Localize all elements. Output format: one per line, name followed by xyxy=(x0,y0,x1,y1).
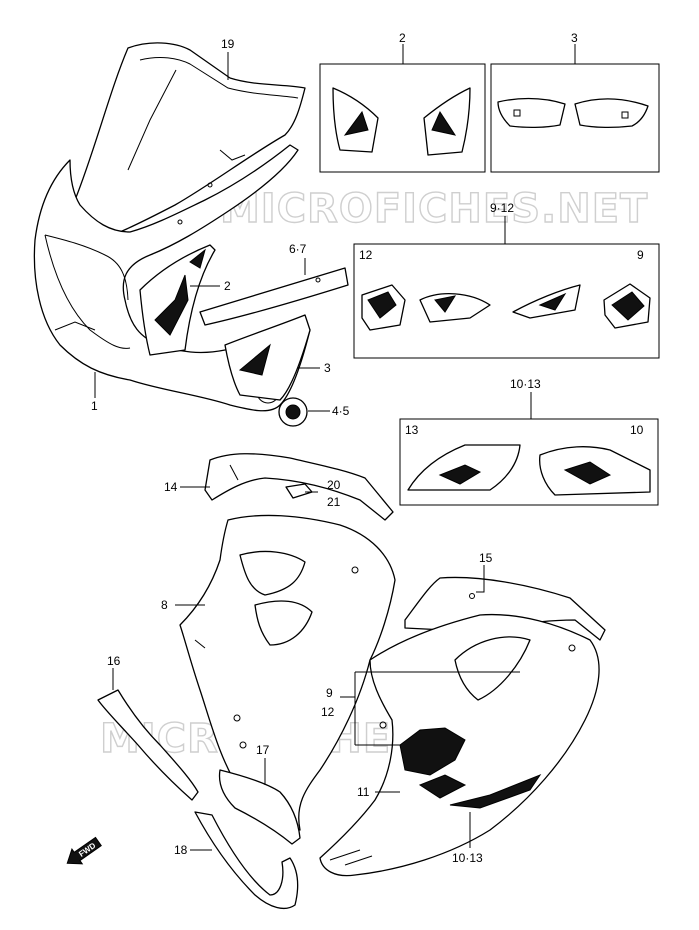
callout-3-box: 3 xyxy=(571,31,578,45)
bracket-part-17 xyxy=(218,769,301,845)
side-panel-part-3-installed xyxy=(224,314,311,401)
decal-part-2-installed xyxy=(139,244,216,356)
grommet-part-4-5 xyxy=(278,397,308,427)
callout-13-box-left: 13 xyxy=(405,423,419,437)
callout-8: 8 xyxy=(161,598,168,612)
watermark-top: MICROFICHES.NET xyxy=(220,186,648,232)
callout-17: 17 xyxy=(256,743,270,757)
callout-12-box-left: 12 xyxy=(359,248,373,262)
box-part-3 xyxy=(490,63,660,173)
callout-3-part: 3 xyxy=(324,361,331,375)
inner-panel-part-16 xyxy=(97,689,199,801)
callout-12-lower: 12 xyxy=(321,705,335,719)
lower-cowling-part-8 xyxy=(179,514,396,831)
callout-19: 19 xyxy=(221,37,235,51)
callout-21: 21 xyxy=(327,495,341,509)
callout-20: 20 xyxy=(327,478,341,492)
lower-panel-part-18 xyxy=(194,811,299,909)
windscreen-part-19 xyxy=(74,42,306,235)
callout-16: 16 xyxy=(107,654,121,668)
callout-15: 15 xyxy=(479,551,493,565)
callout-6-7: 6·7 xyxy=(289,242,307,256)
callout-11: 11 xyxy=(357,785,370,799)
callout-10-box-right: 10 xyxy=(630,423,644,437)
box-part-10-13 xyxy=(399,418,659,506)
callout-14: 14 xyxy=(164,480,178,494)
callout-10-13-box: 10·13 xyxy=(510,377,541,391)
callout-9-lower: 9 xyxy=(326,686,333,700)
callout-labels: 19 2 3 9·12 12 9 6·7 2 3 4·5 1 10·13 13 … xyxy=(91,31,644,865)
callout-9-box-right: 9 xyxy=(637,248,644,262)
box-part-9-12 xyxy=(353,243,660,359)
box-part-2 xyxy=(319,63,486,173)
side-cowling-part-11 xyxy=(319,613,600,877)
bracket-part-6-7 xyxy=(199,267,349,326)
callout-2-box: 2 xyxy=(399,31,406,45)
callout-10-13-lower: 10·13 xyxy=(452,851,483,865)
pad-part-20-21 xyxy=(285,483,313,499)
bracket-part-14 xyxy=(204,453,394,521)
callout-18: 18 xyxy=(174,843,188,857)
callout-2-part: 2 xyxy=(224,279,231,293)
callout-4-5: 4·5 xyxy=(332,404,350,418)
callout-1: 1 xyxy=(91,399,98,413)
callout-9-12-box: 9·12 xyxy=(490,201,514,215)
leader-lines xyxy=(94,44,576,851)
forward-arrow-icon: FWD xyxy=(66,836,102,865)
